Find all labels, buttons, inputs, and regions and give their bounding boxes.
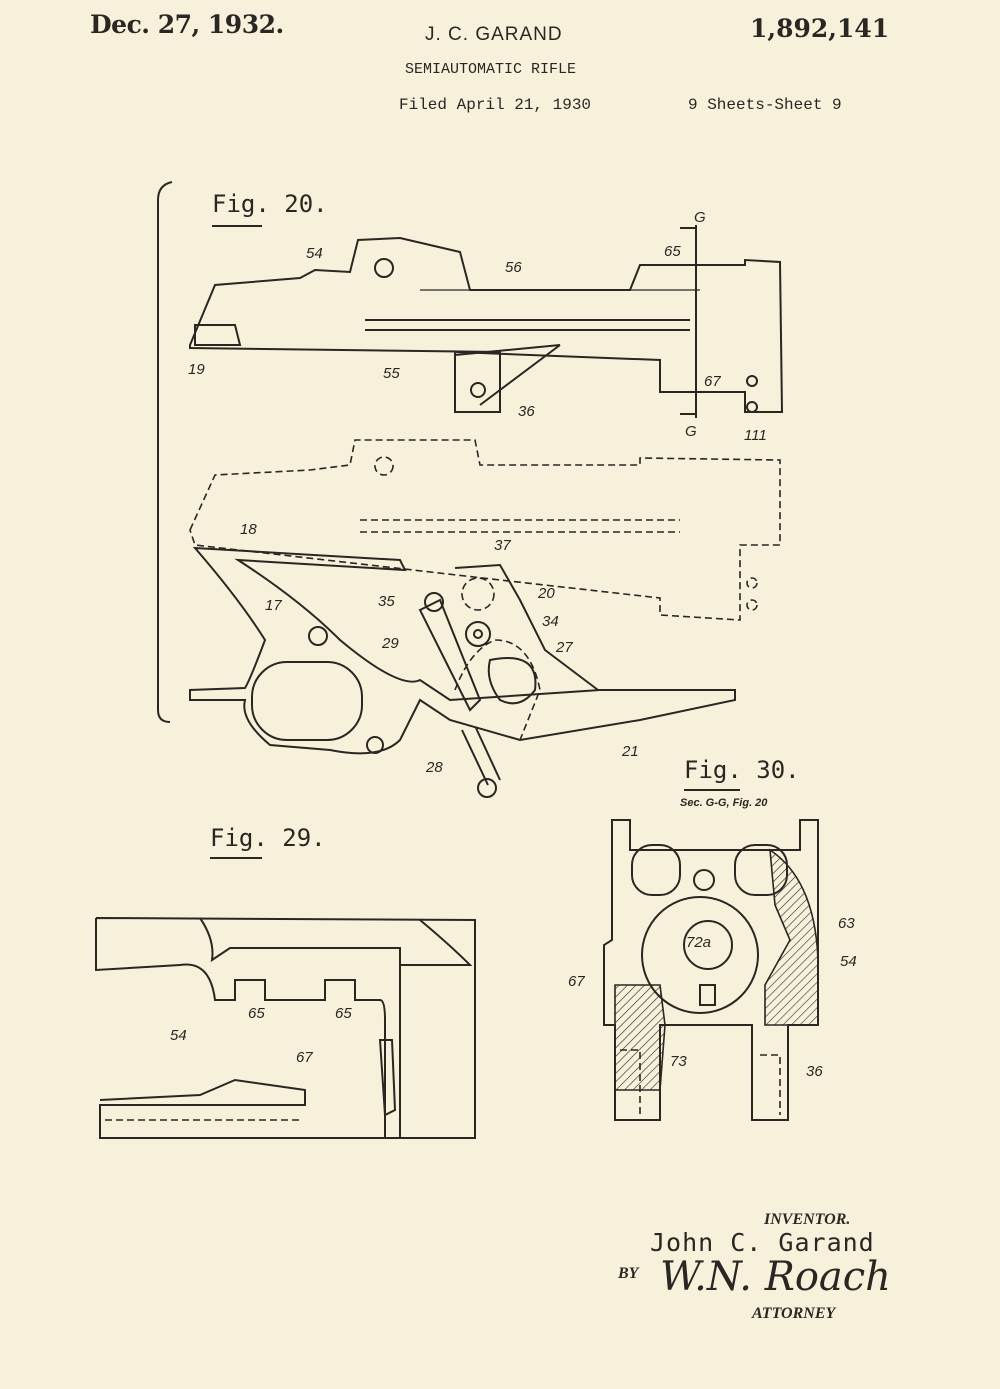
ref-54: 54 [170, 1027, 187, 1044]
patent-date: Dec. 27, 1932. [90, 10, 284, 39]
trigger-guard-opening [251, 661, 363, 741]
hatched-part-54 [764, 848, 819, 1026]
filed-date: Filed April 21, 1930 [399, 96, 592, 114]
ref-54: 54 [840, 953, 857, 970]
ref-67: 67 [296, 1049, 313, 1066]
ref-55: 55 [383, 365, 400, 382]
part-54-outline [95, 917, 476, 1139]
trigger-guard [189, 546, 736, 755]
figure-29: Fig. 29. 65 65 54 67 [95, 824, 476, 1139]
ref-67: 67 [704, 373, 721, 390]
ref-67: 67 [568, 973, 585, 990]
section-outline [603, 819, 819, 1121]
receiver-outline [189, 236, 784, 413]
section-caption: Sec. G-G, Fig. 20 [680, 797, 768, 809]
inventor-header: J. C. GARAND [425, 24, 563, 45]
figure-30-label: Fig. 30. [684, 756, 800, 784]
ref-72a: 72a [686, 934, 711, 951]
figure-29-label: Fig. 29. [210, 824, 326, 852]
ref-36: 36 [806, 1063, 823, 1080]
trigger-27 [487, 657, 537, 705]
part-19 [194, 324, 242, 346]
ref-111: 111 [744, 427, 767, 444]
ref-21: 21 [621, 743, 639, 760]
receiver-phantom [189, 439, 781, 621]
ref-g-bottom: G [685, 423, 697, 440]
ref-37: 37 [494, 537, 511, 554]
patent-number: 1,892,141 [750, 14, 890, 43]
ref-54: 54 [306, 245, 323, 262]
ref-27: 27 [555, 639, 573, 656]
bolt-section [641, 896, 759, 1014]
ref-29: 29 [381, 635, 399, 652]
ref-63: 63 [838, 915, 855, 932]
inventor-name: John C. Garand [650, 1228, 875, 1257]
attorney-signature: W.N. Roach [660, 1254, 891, 1300]
ref-36: 36 [518, 403, 535, 420]
ref-20: 20 [537, 585, 555, 602]
figure-20-label: Fig. 20. [212, 190, 328, 218]
ref-18: 18 [240, 521, 257, 538]
ref-28: 28 [425, 759, 443, 776]
by-label: BY [618, 1265, 639, 1282]
ref-35: 35 [378, 593, 395, 610]
figure-20: Fig. 20. [157, 181, 784, 798]
attorney-label: ATTORNEY [752, 1305, 836, 1322]
ref-19: 19 [188, 361, 205, 378]
ref-34: 34 [542, 613, 559, 630]
ref-g-top: G [694, 209, 706, 226]
figure-bracket [157, 181, 173, 723]
ref-56: 56 [505, 259, 522, 276]
ref-65: 65 [664, 243, 681, 260]
ref-65-b: 65 [335, 1005, 352, 1022]
ref-73: 73 [670, 1053, 687, 1070]
inventor-label: INVENTOR. [764, 1211, 851, 1228]
hatched-part-67 [614, 984, 666, 1091]
hammer-29 [418, 598, 482, 712]
ref-65-a: 65 [248, 1005, 265, 1022]
figure-30: Fig. 30. Sec. G-G, Fig. 20 72a 63 54 67 … [568, 756, 857, 1121]
ref-17: 17 [265, 597, 282, 614]
sheet-count: 9 Sheets-Sheet 9 [688, 96, 842, 114]
patent-title: SEMIAUTOMATIC RIFLE [405, 61, 577, 78]
